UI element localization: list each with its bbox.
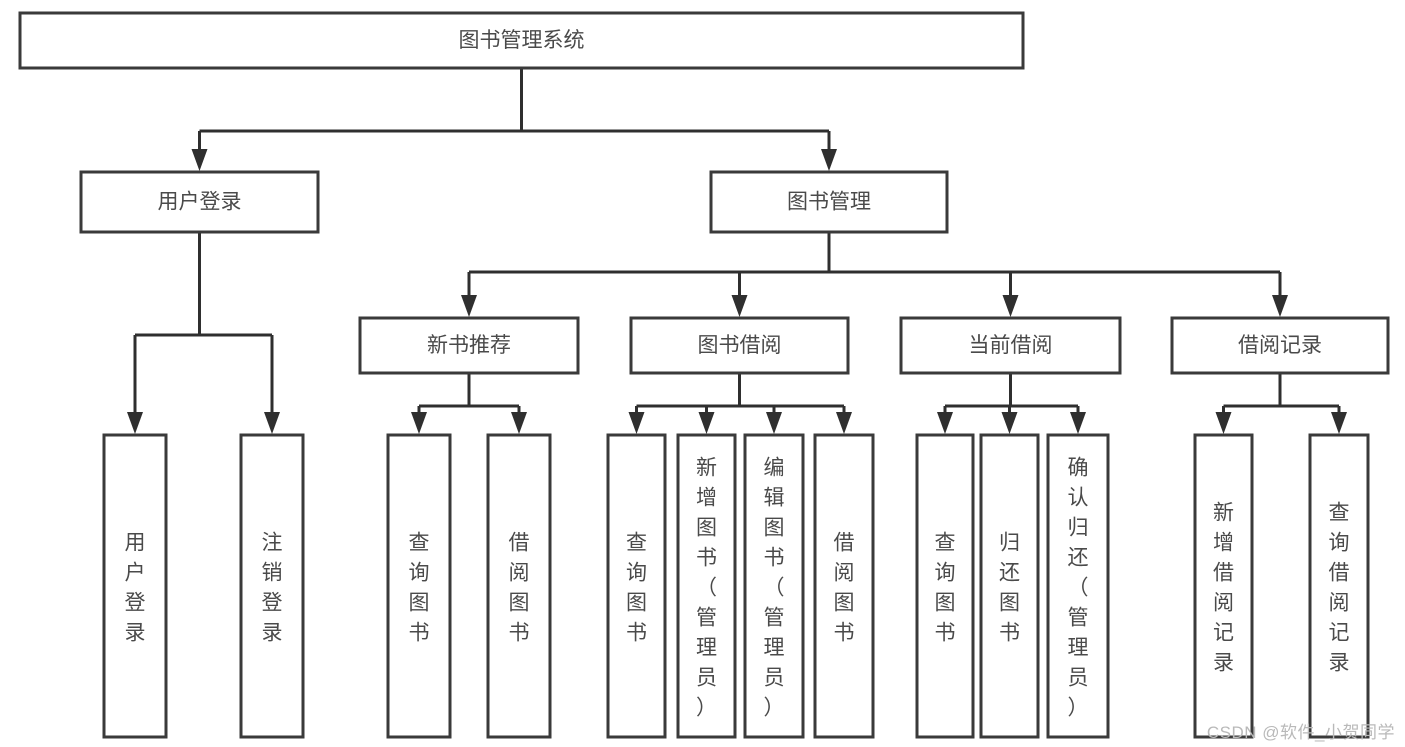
node-label: 借阅图书 [509, 531, 530, 644]
arrow-head-icon [731, 295, 748, 317]
watermark-text: CSDN @软件_小贺同学 [1206, 723, 1395, 742]
connector-group [191, 68, 837, 171]
node-box[interactable] [1193, 433, 1254, 739]
node-leaf-add-book[interactable]: 新增图书（管理员） [676, 433, 737, 739]
node-leaf-user-logout[interactable]: 注销登录 [239, 433, 305, 739]
node-leaf-user-login[interactable]: 用户登录 [102, 433, 168, 739]
arrow-head-icon [1215, 412, 1232, 434]
node-leaf-edit-book[interactable]: 编辑图书（管理员） [743, 433, 805, 739]
node-box[interactable] [676, 433, 737, 739]
node-label: 图书管理 [787, 191, 871, 214]
node-label: 编辑图书（管理员） [764, 456, 785, 719]
arrow-head-icon [127, 412, 143, 434]
node-leaf-query-book-current[interactable]: 查询图书 [915, 433, 975, 739]
connector-group [628, 373, 852, 434]
node-borrow-record[interactable]: 借阅记录 [1170, 316, 1390, 375]
node-root[interactable]: 图书管理系统 [18, 11, 1025, 70]
arrow-head-icon [511, 412, 527, 434]
node-label: 查询借阅记录 [1329, 501, 1350, 674]
node-box[interactable] [486, 433, 552, 739]
node-box[interactable] [629, 316, 850, 375]
node-label: 查询图书 [409, 531, 430, 644]
node-label: 查询图书 [935, 531, 956, 644]
node-leaf-return-book[interactable]: 归还图书 [979, 433, 1040, 739]
arrow-head-icon [191, 149, 208, 171]
arrow-head-icon [1331, 412, 1347, 434]
node-label: 查询图书 [626, 531, 647, 644]
node-leaf-borrow-book[interactable]: 借阅图书 [813, 433, 875, 739]
node-label: 当前借阅 [969, 334, 1053, 357]
arrow-head-icon [1272, 295, 1288, 317]
arrow-head-icon [1001, 412, 1018, 434]
node-book-borrow[interactable]: 图书借阅 [629, 316, 850, 375]
node-label: 归还图书 [999, 531, 1020, 644]
node-leaf-borrow-book-recommend[interactable]: 借阅图书 [486, 433, 552, 739]
node-label: 新增借阅记录 [1213, 501, 1234, 674]
arrow-head-icon [821, 149, 837, 171]
node-label: 用户登录 [158, 191, 242, 214]
arrow-head-icon [698, 412, 715, 434]
node-user-login[interactable]: 用户登录 [79, 170, 320, 234]
arrow-head-icon [937, 412, 953, 434]
node-label: 注销登录 [262, 531, 283, 644]
node-box[interactable] [606, 433, 667, 739]
arrow-head-icon [628, 412, 645, 434]
node-label: 新书推荐 [427, 334, 511, 357]
node-box[interactable] [813, 433, 875, 739]
node-label: 借阅记录 [1238, 334, 1322, 357]
node-box[interactable] [915, 433, 975, 739]
node-box[interactable] [79, 170, 320, 234]
connector-group [937, 373, 1086, 434]
arrow-head-icon [1070, 412, 1086, 434]
connector-group [1215, 373, 1347, 434]
node-box[interactable] [1046, 433, 1110, 739]
arrow-head-icon [1002, 295, 1019, 317]
node-layer: 图书管理系统用户登录图书管理新书推荐图书借阅当前借阅借阅记录用户登录注销登录查询… [18, 11, 1390, 739]
node-box[interactable] [743, 433, 805, 739]
connector-group [127, 232, 280, 434]
arrow-head-icon [461, 295, 477, 317]
arrow-head-icon [766, 412, 782, 434]
node-label: 新增图书（管理员） [696, 456, 717, 719]
node-leaf-query-book-recommend[interactable]: 查询图书 [386, 433, 452, 739]
arrow-head-icon [411, 412, 427, 434]
node-box[interactable] [239, 433, 305, 739]
node-box[interactable] [1170, 316, 1390, 375]
connector-layer [127, 68, 1347, 434]
node-label: 图书管理系统 [459, 29, 585, 52]
node-label: 确认归还（管理员） [1068, 456, 1089, 719]
node-label: 图书借阅 [698, 334, 782, 357]
node-leaf-confirm-return[interactable]: 确认归还（管理员） [1046, 433, 1110, 739]
node-current-borrow[interactable]: 当前借阅 [899, 316, 1122, 375]
node-book-management[interactable]: 图书管理 [709, 170, 949, 234]
node-new-book-recommend[interactable]: 新书推荐 [358, 316, 580, 375]
node-box[interactable] [1308, 433, 1370, 739]
node-box[interactable] [709, 170, 949, 234]
node-label: 用户登录 [125, 531, 146, 644]
node-leaf-add-borrow-record[interactable]: 新增借阅记录 [1193, 433, 1254, 739]
node-box[interactable] [386, 433, 452, 739]
node-box[interactable] [979, 433, 1040, 739]
node-leaf-query-book-borrow[interactable]: 查询图书 [606, 433, 667, 739]
node-leaf-query-borrow-record[interactable]: 查询借阅记录 [1308, 433, 1370, 739]
node-box[interactable] [358, 316, 580, 375]
arrow-head-icon [264, 412, 280, 434]
arrow-head-icon [836, 412, 852, 434]
connector-group [411, 373, 527, 434]
node-label: 借阅图书 [834, 531, 855, 644]
node-box[interactable] [18, 11, 1025, 70]
connector-group [461, 232, 1288, 317]
node-box[interactable] [102, 433, 168, 739]
node-box[interactable] [899, 316, 1122, 375]
